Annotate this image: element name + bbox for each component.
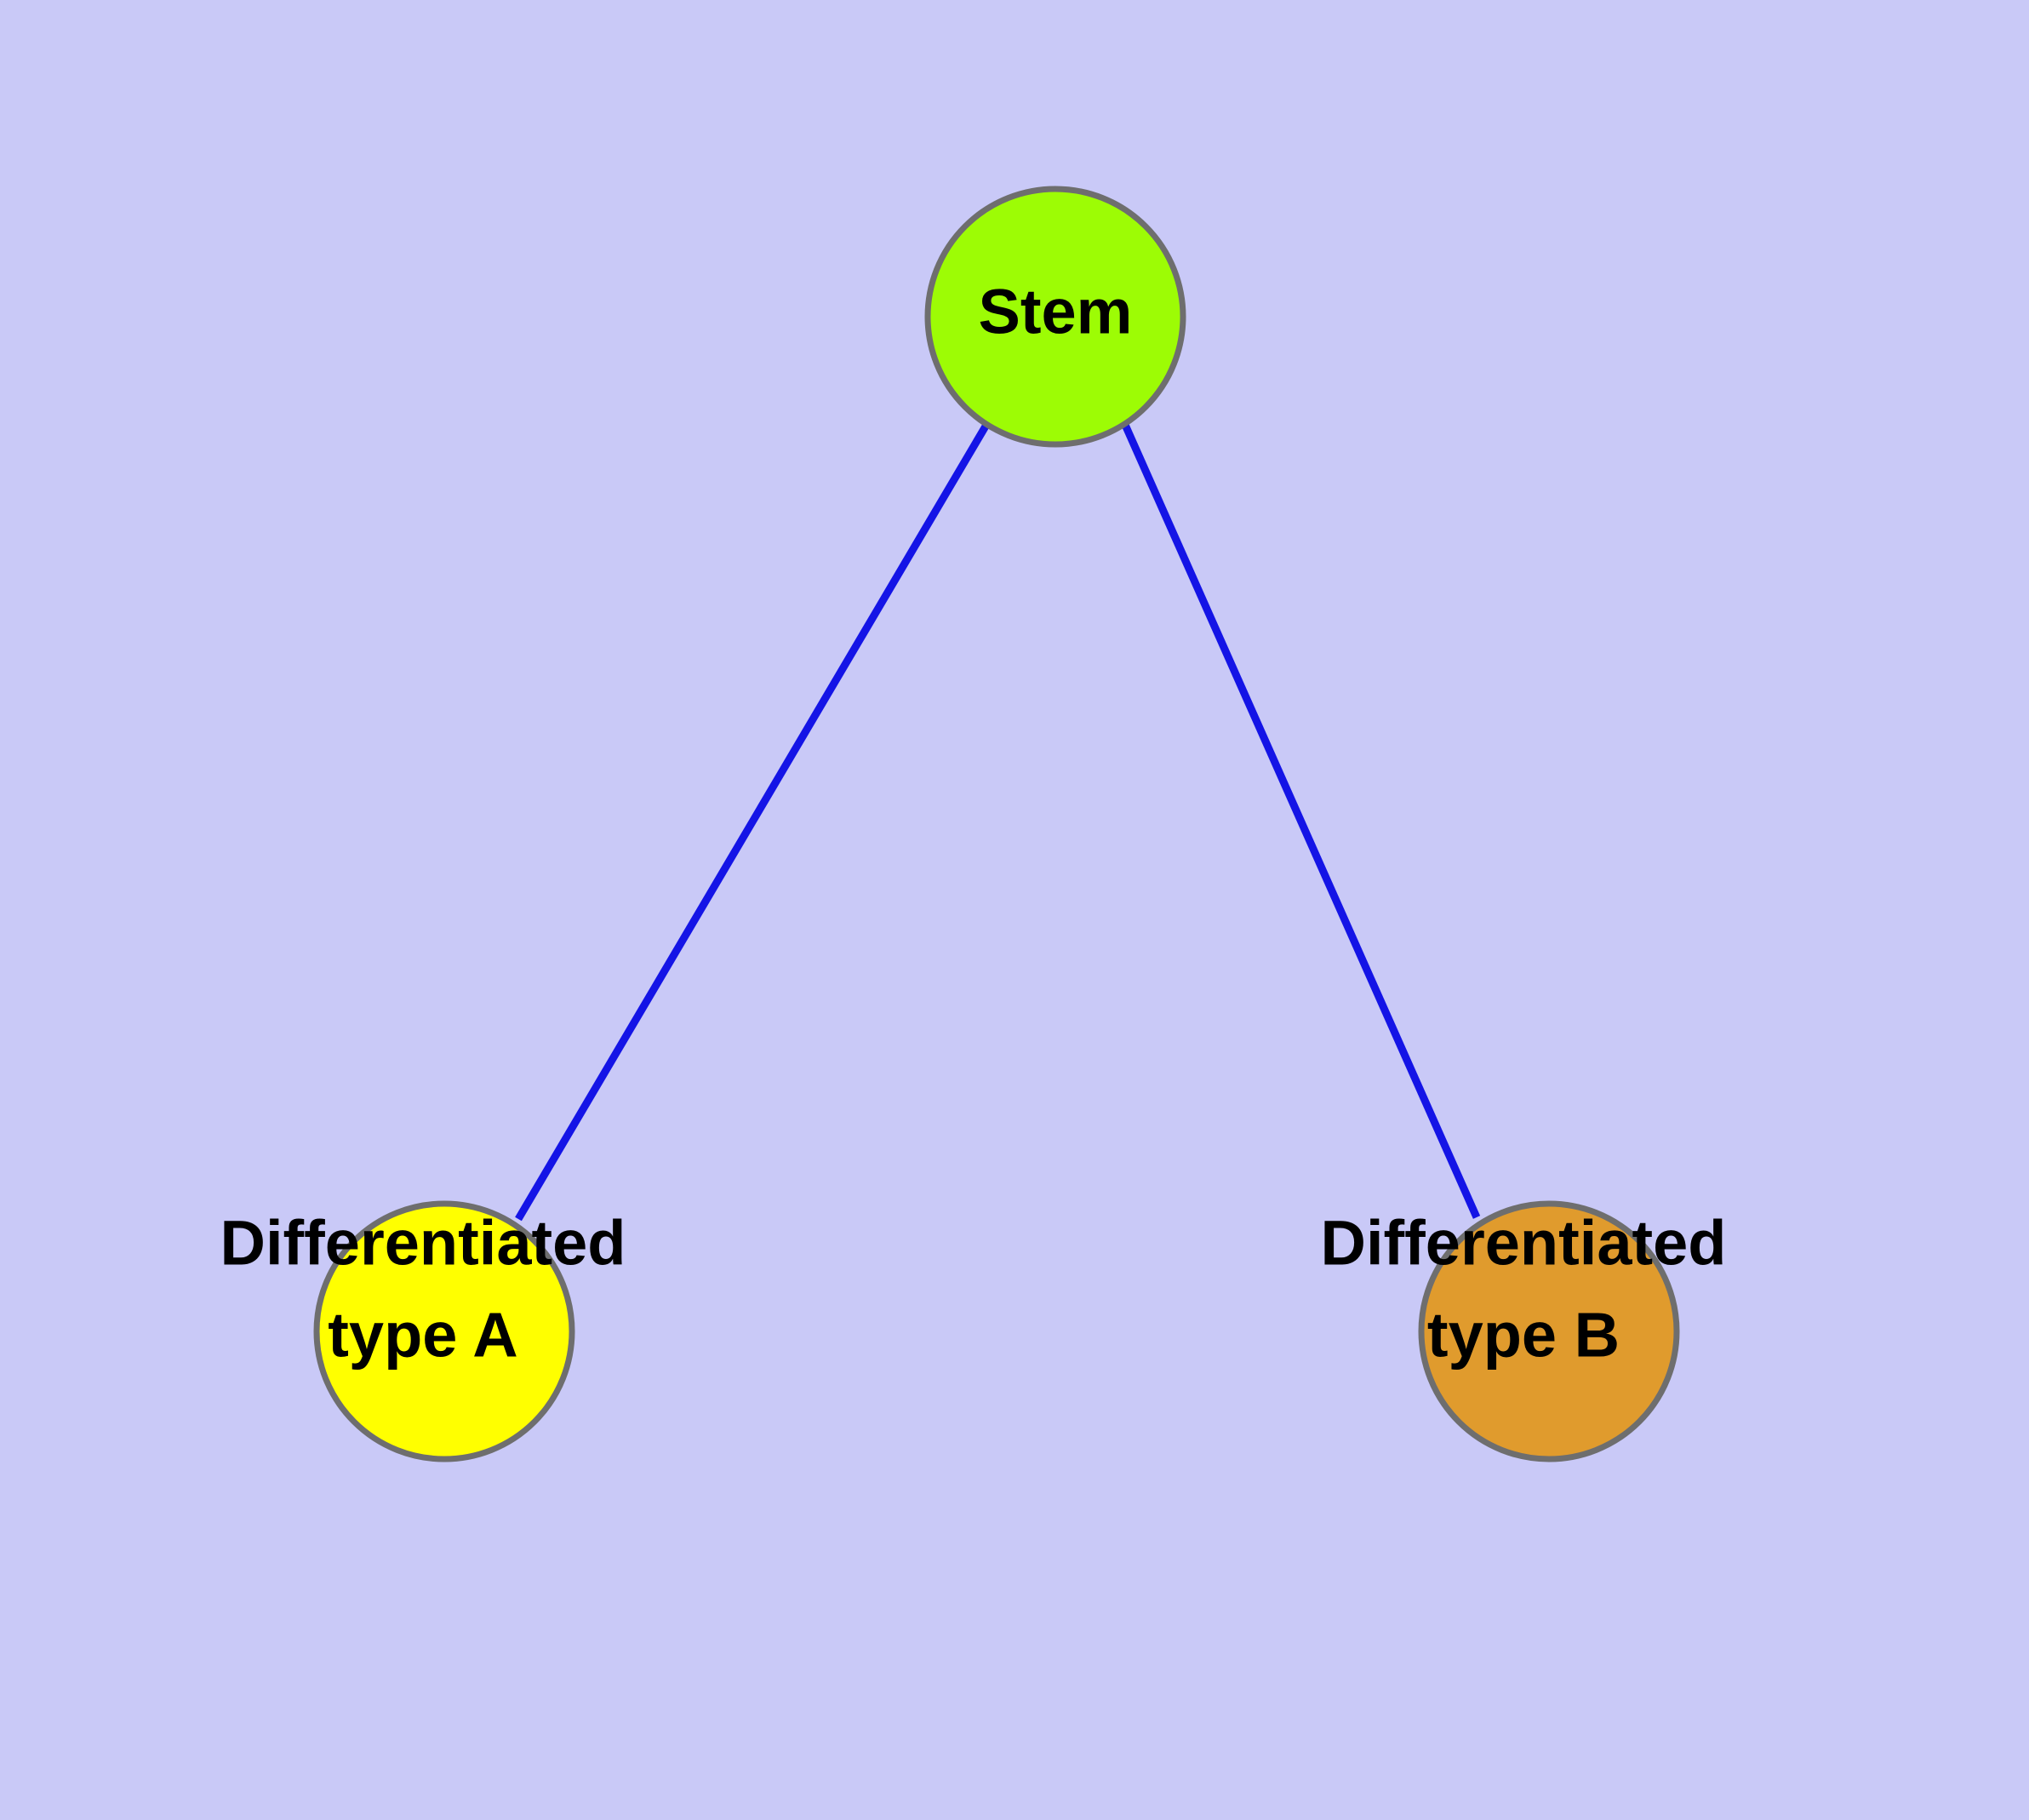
node-label-diff-a-line-2: type A bbox=[328, 1300, 517, 1371]
graph-node-stem[interactable] bbox=[924, 186, 1186, 448]
edges-layer bbox=[515, 422, 1481, 1222]
graph-node-diff-a[interactable] bbox=[313, 1200, 575, 1462]
graph-edge-stem-to-diff-b[interactable] bbox=[1121, 423, 1481, 1219]
node-label-diff-a-line-1: Differentiated bbox=[220, 1208, 626, 1279]
node-label-stem-line-1: Stem bbox=[979, 277, 1133, 347]
nodes-layer bbox=[313, 186, 1680, 1462]
graph-node-diff-b[interactable] bbox=[1418, 1200, 1680, 1462]
graph-edge-stem-to-diff-a[interactable] bbox=[515, 422, 990, 1222]
node-label-diff-b-line-1: Differentiated bbox=[1321, 1208, 1727, 1279]
node-label-diff-b-line-2: type B bbox=[1427, 1300, 1620, 1371]
